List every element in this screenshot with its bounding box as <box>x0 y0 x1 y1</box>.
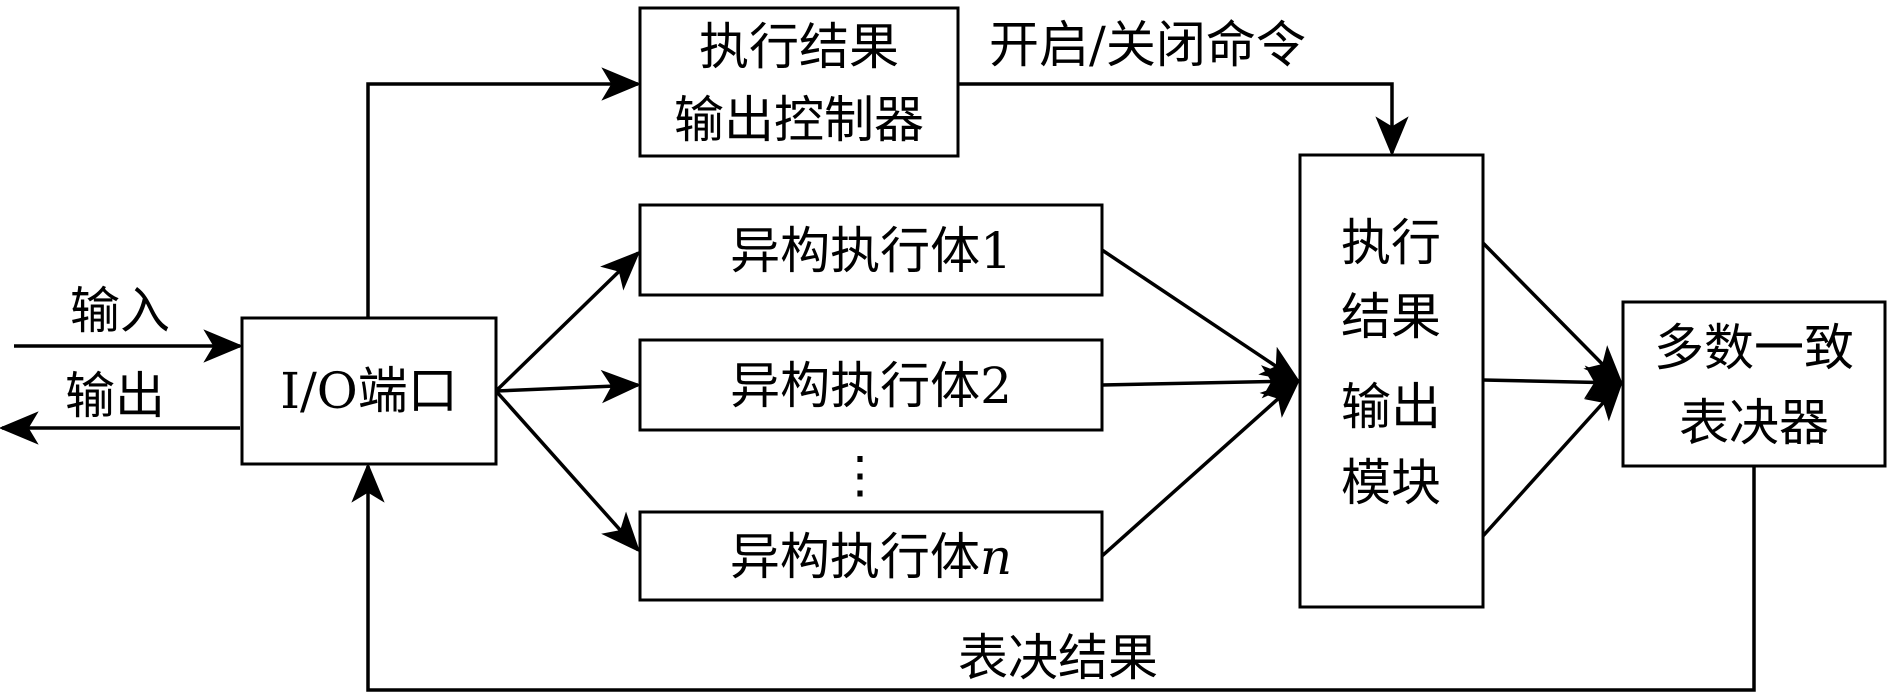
voter-label-line2: 表决器 <box>1679 394 1829 452</box>
module-label-line3: 输出 <box>1341 378 1441 436</box>
executor-n-label: 异构执行体n <box>730 528 1012 586</box>
executor-2-to-module-arrow <box>1101 365 1302 399</box>
executor-2-label: 异构执行体2 <box>730 357 1012 415</box>
result-output-module-box <box>1298 153 1485 609</box>
io-to-executor-1-arrow <box>494 250 641 393</box>
executor-n-label-prefix: 异构执行体 <box>730 528 980 586</box>
command-label: 开启/关闭命令 <box>989 16 1306 74</box>
voter-label-line1: 多数一致 <box>1654 319 1854 377</box>
vote-result-label: 表决结果 <box>958 629 1158 687</box>
output-controller-box <box>638 6 960 158</box>
executor-n-label-suffix: n <box>980 528 1012 586</box>
module-to-voter-arrow-3 <box>1481 380 1624 538</box>
module-label-line4: 模块 <box>1341 454 1441 512</box>
executor-1-label: 异构执行体1 <box>730 222 1012 280</box>
io-to-executor-n-arrow <box>494 389 641 553</box>
executor-ellipsis: ⋮ <box>835 446 885 504</box>
executor-1-to-module-arrow <box>1101 248 1301 383</box>
module-to-voter-arrow-2 <box>1482 365 1625 399</box>
executor-1-box <box>638 203 1104 297</box>
controller-label-line1: 执行结果 <box>699 18 899 76</box>
controller-label-line2: 输出控制器 <box>674 91 924 149</box>
io-to-executor-2-arrow <box>495 369 642 404</box>
output-label: 输出 <box>65 367 165 425</box>
command-arrow <box>958 82 1409 157</box>
executor-2-box <box>638 338 1104 432</box>
module-label-line2: 结果 <box>1341 288 1441 346</box>
vote-result-feedback-arrow <box>351 462 1756 692</box>
io-port-label: I/O端口 <box>280 362 458 420</box>
module-label-line1: 执行 <box>1341 214 1441 272</box>
io-to-controller-arrow <box>366 67 642 318</box>
module-to-voter-arrow-1 <box>1481 241 1624 386</box>
input-label: 输入 <box>70 282 170 340</box>
executor-n-to-module-arrow <box>1100 378 1301 558</box>
